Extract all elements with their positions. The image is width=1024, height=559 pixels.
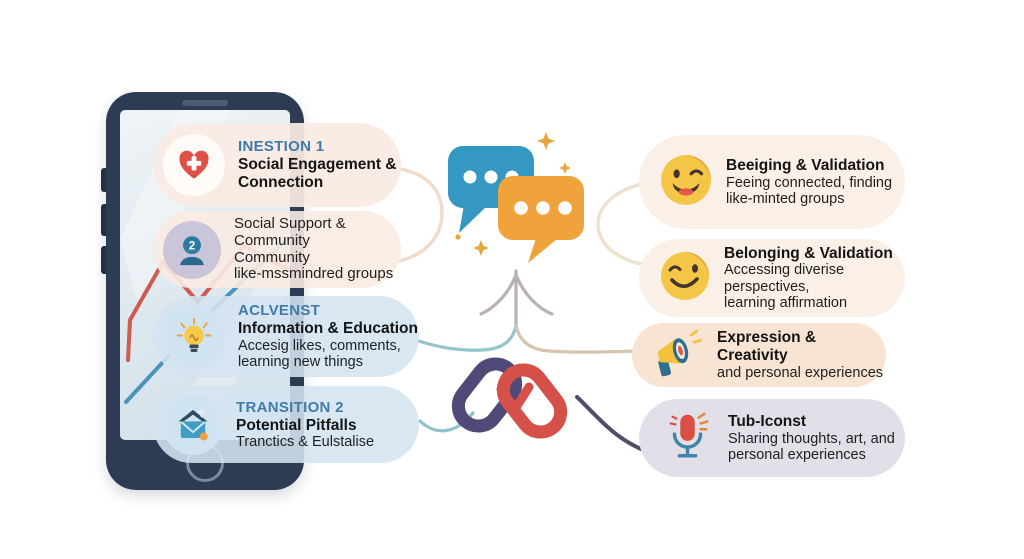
card-body-line: Community — [234, 231, 310, 249]
card-body-line: like-minted groups — [726, 190, 845, 207]
teal-connector-lower — [418, 411, 475, 433]
card-title: Belonging & Validation — [724, 244, 893, 262]
left-bracket-connector — [397, 167, 444, 263]
phone-speaker — [182, 100, 228, 106]
card-title-line: Potential Pitfalls — [236, 416, 357, 434]
card-body-line: Feeing connected, finding — [726, 174, 893, 191]
card-title: Tub-Iconst — [728, 412, 807, 430]
lightbulb-icon — [163, 305, 225, 368]
right-bracket-connector — [596, 181, 647, 267]
svg-text:2: 2 — [189, 239, 196, 252]
beige-connector — [514, 324, 636, 354]
phone-side-button — [101, 204, 106, 236]
card-potential-pitfalls: TRANSITION 2 Potential Pitfalls Tranctic… — [153, 386, 419, 463]
card-expression-creativity: Expression & Creativity and personal exp… — [632, 323, 886, 387]
smile-emoji-icon — [659, 250, 711, 307]
card-body-line: and personal experiences — [717, 364, 884, 381]
wink-emoji-icon — [659, 153, 713, 212]
card-body-line: learning affirmation — [724, 294, 848, 311]
card-title-line: Information & Education — [238, 320, 418, 338]
card-social-engagement: INESTION 1 Social Engagement & Connectio… — [153, 123, 401, 207]
teal-connector-upper — [417, 324, 518, 352]
card-tub-iconst: Tub-Iconst Sharing thoughts, art, and pe… — [639, 399, 905, 477]
card-title: Expression & Creativity — [717, 329, 817, 364]
card-body-line: Social Support & — [234, 214, 346, 232]
sparkle-icon — [455, 132, 571, 256]
person-2-icon: 2 — [163, 220, 221, 279]
phone-side-button — [101, 168, 106, 192]
card-body-line: Accessing diverise perspectives, — [724, 262, 845, 295]
mail-house-icon — [163, 394, 223, 455]
card-caption: TRANSITION 2 — [236, 398, 344, 416]
chain-heart-icon — [451, 357, 568, 439]
chat-bubbles-icon — [448, 146, 584, 263]
heart-plus-icon — [163, 134, 225, 196]
card-caption: ACLVENST — [238, 302, 321, 320]
card-caption: INESTION 1 — [238, 138, 325, 156]
card-body-line: Sharing thoughts, art, and — [728, 430, 895, 447]
card-body-line: Accesig likes, comments, — [238, 338, 401, 355]
card-belonging-validation: Belonging & Validation Accessing diveris… — [639, 239, 905, 317]
card-title: Beeiging & Validation — [726, 156, 885, 174]
navy-connector — [575, 395, 643, 451]
card-title-line: Connection — [238, 174, 324, 191]
phone-side-button — [101, 246, 106, 274]
up-arrow-connector — [479, 269, 554, 329]
card-social-support: 2 Social Support & Community Community l… — [153, 211, 401, 288]
card-beeiging-validation: Beeiging & Validation Feeing connected, … — [639, 135, 905, 229]
card-information-education: ACLVENST Information & Education Accesig… — [153, 296, 419, 377]
card-body-line: learning new things — [238, 354, 363, 371]
card-body-line: personal experiences — [728, 446, 866, 463]
microphone-icon — [661, 409, 715, 468]
card-body-line: Community — [234, 248, 310, 266]
card-title-line: Social Engagement & — [238, 156, 397, 174]
card-body-line: like-mssmindred groups — [234, 265, 394, 283]
megaphone-icon — [646, 324, 704, 387]
card-body-line: Tranctics & Eulstalise — [236, 434, 375, 451]
